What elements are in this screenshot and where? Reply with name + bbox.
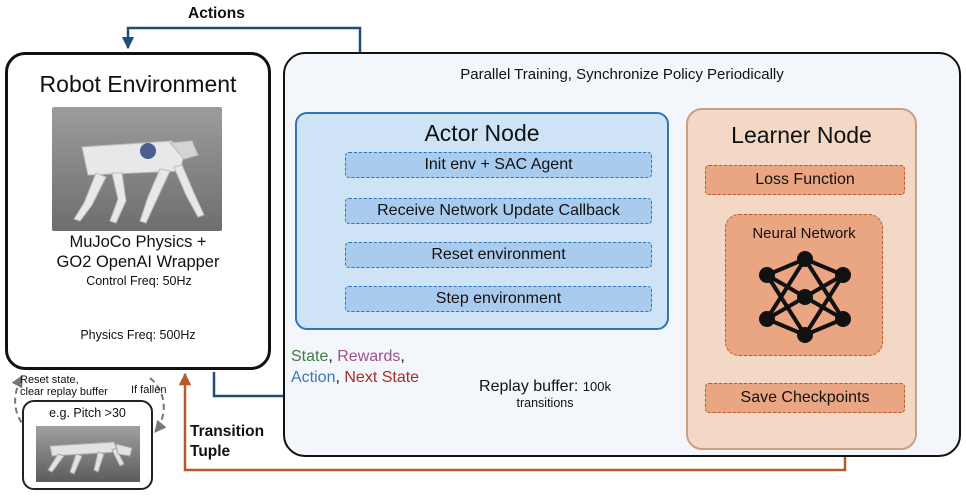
actor-step-receive-callback: Receive Network Update Callback (345, 198, 652, 224)
replay-size: 100k (582, 379, 611, 394)
replay-main: Replay buffer: (479, 378, 583, 395)
fallen-robot-image (36, 426, 140, 482)
sep-2: , (400, 348, 405, 365)
if-fallen-label: If fallen (131, 384, 167, 396)
neural-network-box: Neural Network (725, 214, 883, 356)
robot-env-title: Robot Environment (39, 71, 237, 97)
transition-tuple-line-1: Transition (190, 423, 265, 440)
actor-step-step-env: Step environment (345, 286, 652, 312)
learner-node: Learner Node Loss Function Neural Networ… (686, 108, 917, 450)
sep-1: , (328, 348, 338, 365)
learner-node-title: Learner Node (731, 122, 872, 148)
transition-tuple-label: Transition Tuple (190, 422, 264, 462)
reset-label: Reset state, clear replay buffer (20, 374, 108, 398)
sep-3: , (335, 369, 345, 386)
replay-buffer-label: Replay buffer: 100k transitions (452, 378, 638, 410)
physics-line-2: GO2 OpenAI Wrapper (56, 253, 220, 271)
fallen-example-box: e.g. Pitch >30 (22, 400, 153, 490)
save-checkpoints-box: Save Checkpoints (705, 383, 905, 413)
parallel-training-title: Parallel Training, Synchronize Policy Pe… (460, 66, 784, 83)
neural-network-title: Neural Network (752, 225, 856, 242)
next-state-word: Next State (344, 369, 420, 386)
actor-node-title: Actor Node (424, 120, 540, 146)
actor-node: Actor Node Init env + SAC Agent Receive … (295, 112, 669, 330)
loss-function-box: Loss Function (705, 165, 905, 195)
reset-line-2: clear replay buffer (20, 386, 108, 398)
physics-line-1: MuJoCo Physics + (69, 233, 207, 251)
actor-step-init: Init env + SAC Agent (345, 152, 652, 178)
action-word: Action (291, 369, 336, 386)
robot-render-image (52, 107, 222, 231)
state-word: State (291, 348, 329, 365)
rewards-word: Rewards (337, 348, 401, 365)
actions-label: Actions (188, 5, 245, 22)
tuple-words: State, Rewards, Action, Next State (291, 346, 419, 388)
neural-network-icon (759, 251, 851, 343)
actor-step-reset: Reset environment (345, 242, 652, 268)
physics-freq-label: Physics Freq: 500Hz (80, 328, 196, 342)
robot-environment-box: Robot Environment MuJoCo Physics + GO2 O… (5, 52, 271, 370)
pitch-example-label: e.g. Pitch >30 (49, 406, 126, 420)
reset-line-1: Reset state, (20, 374, 79, 386)
control-freq-label: Control Freq: 50Hz (86, 274, 192, 288)
transition-tuple-line-2: Tuple (190, 443, 231, 460)
replay-line-2: transitions (516, 396, 574, 410)
